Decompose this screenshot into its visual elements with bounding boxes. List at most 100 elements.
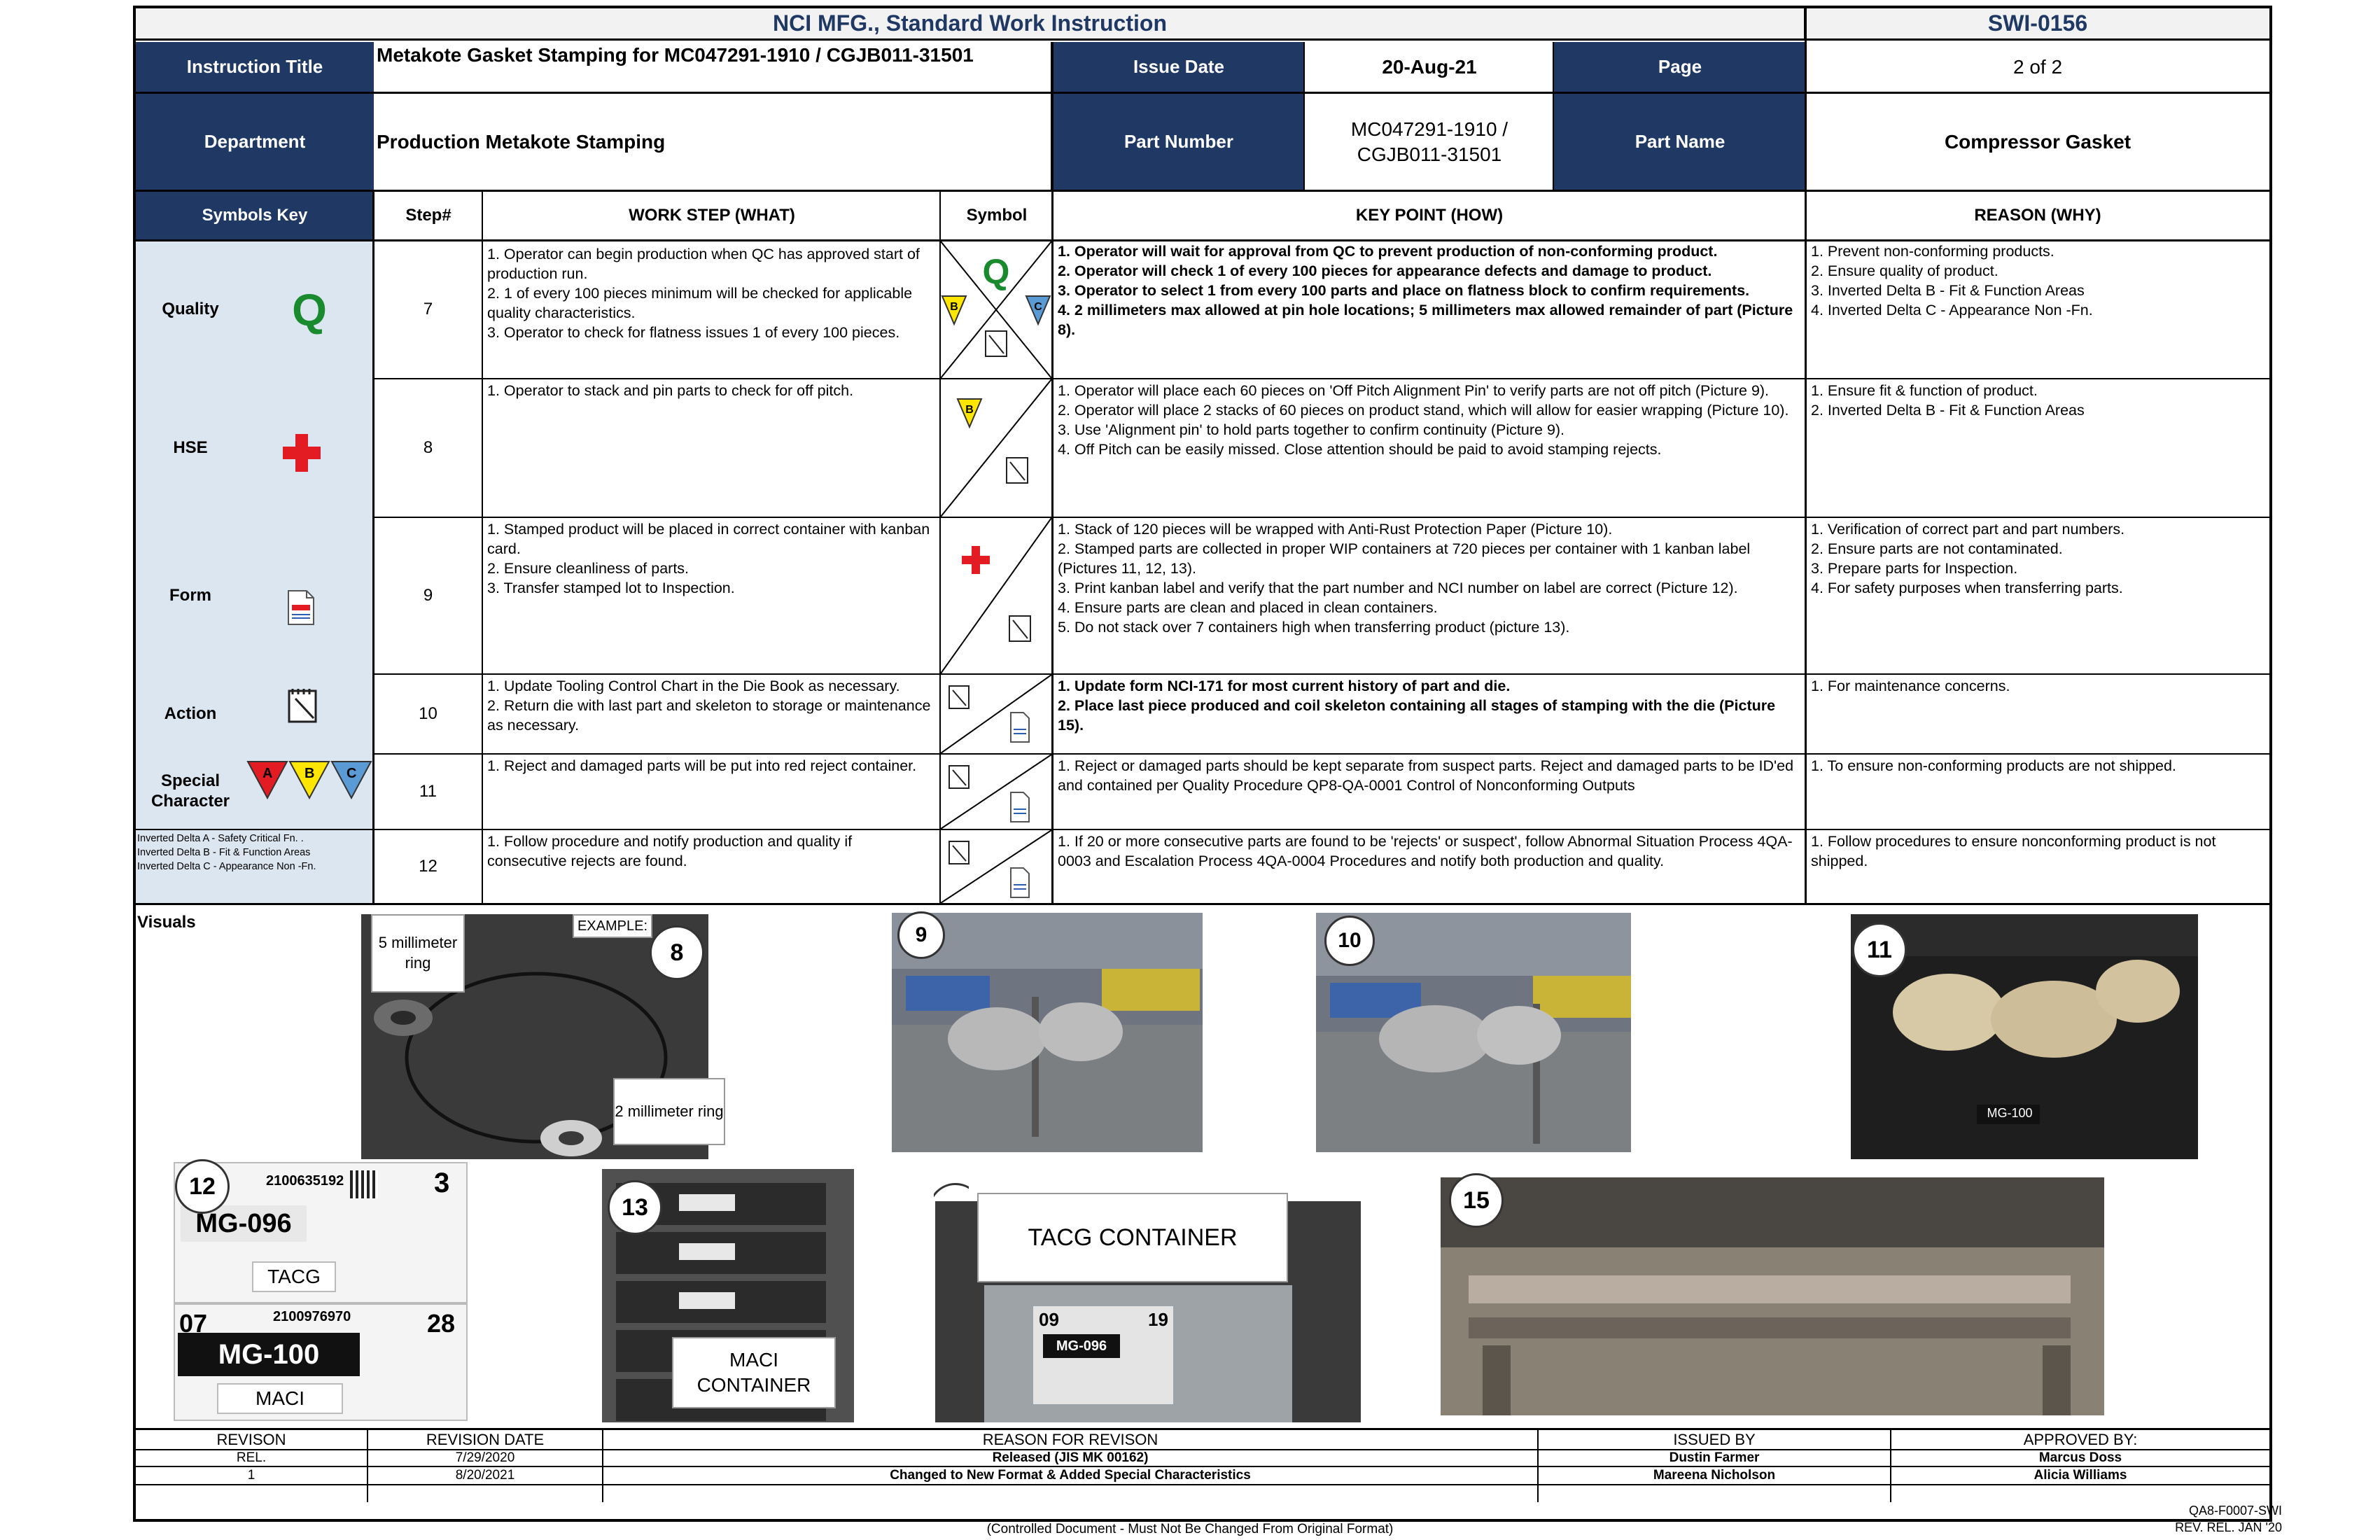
col-symbol: Symbol xyxy=(966,205,1028,225)
container-card-right: 19 xyxy=(1148,1309,1168,1330)
part-name-label: Part Name xyxy=(1554,94,1806,190)
rev-row-2-reason: Changed to New Format & Added Special Ch… xyxy=(890,1468,1251,1483)
col-work-step: WORK STEP (WHAT) xyxy=(629,205,795,225)
action-notepad-icon xyxy=(287,687,321,724)
rev-header-date: REVISION DATE xyxy=(426,1431,545,1448)
kanban-top-barcode: 2100635192 xyxy=(266,1173,344,1189)
form-revision: REV. REL. JAN '20 xyxy=(2175,1520,2282,1534)
kanban-top-corner: 3 xyxy=(434,1168,450,1198)
symbol-cell-9 xyxy=(940,517,1052,674)
key-point-12: 1. If 20 or more consecutive parts are f… xyxy=(1058,833,1793,869)
symbol-cell-8: B xyxy=(940,379,1052,517)
delta-b-label: B xyxy=(304,766,315,781)
kanban-bottom-mg: MG-100 xyxy=(178,1333,360,1376)
part-number-label: Part Number xyxy=(1053,94,1305,190)
controlled-document-note: (Controlled Document - Must Not Be Chang… xyxy=(986,1522,1394,1536)
department-value: Production Metakote Stamping xyxy=(374,94,1053,190)
rev-header-revison: REVISON xyxy=(216,1431,286,1448)
rev-row-2-rev: 1 xyxy=(247,1468,255,1483)
label-2mm-ring: 2 millimeter ring xyxy=(613,1078,725,1145)
rev-row-1-approved: Marcus Doss xyxy=(2038,1450,2122,1465)
reason-11: 1. To ensure non-conforming products are… xyxy=(1811,757,2176,774)
picture-11-reject-container xyxy=(1851,914,2198,1159)
label-example: EXAMPLE: xyxy=(573,914,652,938)
delta-note-c: Inverted Delta C - Appearance Non -Fn. xyxy=(137,861,316,872)
rev-row-2-issued: Mareena Nicholson xyxy=(1653,1468,1776,1483)
tacg-container-label: TACG CONTAINER xyxy=(977,1193,1288,1282)
rev-row-2-approved: Alicia Williams xyxy=(2033,1468,2127,1483)
part-number-value: MC047291-1910 / CGJB011-31501 xyxy=(1350,118,1508,165)
instruction-title: Metakote Gasket Stamping for MC047291-19… xyxy=(374,42,1053,92)
reason-12: 1. Follow procedures to ensure nonconfor… xyxy=(1811,833,2216,869)
col-key-point: KEY POINT (HOW) xyxy=(1355,205,1504,225)
work-step-10: 1. Update Tooling Control Chart in the D… xyxy=(487,678,931,734)
work-step-8: 1. Operator to stack and pin parts to ch… xyxy=(487,382,854,399)
kanban-bottom-barcode: 2100976970 xyxy=(273,1309,351,1324)
issue-date: 20-Aug-21 xyxy=(1382,56,1477,78)
picture-13-callout: 13 xyxy=(608,1180,662,1235)
delta-c-label: C xyxy=(346,766,357,781)
picture-9-alignment-pin xyxy=(892,913,1203,1152)
document-frame xyxy=(133,6,2272,1522)
picture-10-callout: 10 xyxy=(1324,916,1375,966)
step-number: 8 xyxy=(423,438,433,457)
picture-15-coil-skeleton xyxy=(1441,1177,2104,1415)
legend-form-label: Form xyxy=(169,585,211,605)
symbol-cell-10 xyxy=(940,674,1052,754)
page-value: 2 of 2 xyxy=(2012,56,2063,78)
picture-12-kanban-tacg: 2100635192 3 MG-096 TACG xyxy=(174,1162,468,1303)
rev-row-2-date: 8/20/2021 xyxy=(455,1468,515,1483)
work-step-11: 1. Reject and damaged parts will be put … xyxy=(487,757,917,774)
rev-row-1-rev: REL. xyxy=(236,1450,267,1465)
kanban-bottom-label: MACI xyxy=(217,1383,343,1414)
container-card-left: 09 xyxy=(1039,1309,1059,1330)
svg-text:C: C xyxy=(1034,301,1042,313)
instruction-title-label: Instruction Title xyxy=(136,42,374,92)
form-document-icon xyxy=(287,589,315,626)
col-reason: REASON (WHY) xyxy=(1974,205,2101,225)
key-point-7: 1. Operator will wait for approval from … xyxy=(1058,243,1793,338)
delta-note-b: Inverted Delta B - Fit & Function Areas xyxy=(137,847,311,858)
legend-hse-label: HSE xyxy=(173,438,208,457)
key-point-10: 1. Update form NCI-171 for most current … xyxy=(1058,678,1776,734)
picture-12-kanban-maci: 07 2100976970 28 MG-100 MACI xyxy=(174,1303,468,1421)
page-label: Page xyxy=(1554,42,1806,92)
rev-row-1-reason: Released (JIS MK 00162) xyxy=(992,1450,1149,1465)
step-number: 9 xyxy=(423,585,433,605)
kanban-top-label: TACG xyxy=(252,1261,336,1292)
delta-a-label: A xyxy=(262,766,273,781)
picture-12-callout: 12 xyxy=(175,1159,230,1214)
reason-9: 1. Verification of correct part and part… xyxy=(1811,521,2125,596)
picture-15-callout: 15 xyxy=(1449,1173,1504,1228)
legend-special-character-label: Special Character xyxy=(150,771,230,811)
inverted-delta-icons xyxy=(246,759,372,801)
reason-10: 1. For maintenance concerns. xyxy=(1811,678,2010,694)
quality-q-icon: Q xyxy=(292,284,327,335)
kanban-top-mg: MG-096 xyxy=(181,1205,307,1242)
col-step: Step# xyxy=(405,205,451,225)
col-symbols-key: Symbols Key xyxy=(136,192,374,239)
step-number: 12 xyxy=(419,856,438,876)
legend-action-label: Action xyxy=(164,704,217,723)
key-point-11: 1. Reject or damaged parts should be kep… xyxy=(1058,757,1794,794)
kanban-bottom-right: 28 xyxy=(427,1309,456,1338)
step-number: 10 xyxy=(419,704,438,723)
visuals-title: Visuals xyxy=(137,913,196,932)
company-title: NCI MFG., Standard Work Instruction xyxy=(136,8,1806,41)
department-label: Department xyxy=(136,94,374,190)
svg-text:B: B xyxy=(965,404,974,416)
picture-9-callout: 9 xyxy=(897,911,945,959)
work-step-12: 1. Follow procedure and notify productio… xyxy=(487,833,853,869)
symbol-cell-11 xyxy=(940,754,1052,830)
container-card-tag: MG-096 xyxy=(1043,1334,1120,1358)
key-point-8: 1. Operator will place each 60 pieces on… xyxy=(1058,382,1789,458)
part-name-value: Compressor Gasket xyxy=(1944,131,2132,153)
legend-quality-label: Quality xyxy=(162,300,219,319)
symbol-cell-7: Q B C xyxy=(940,241,1052,379)
svg-text:B: B xyxy=(950,301,958,313)
picture-11-callout: 11 xyxy=(1852,923,1907,977)
rev-header-approved-by: APPROVED BY: xyxy=(2023,1431,2138,1448)
issue-date-label: Issue Date xyxy=(1053,42,1305,92)
rev-row-1-issued: Dustin Farmer xyxy=(1669,1450,1760,1465)
rev-header-reason: REASON FOR REVISON xyxy=(982,1431,1158,1448)
